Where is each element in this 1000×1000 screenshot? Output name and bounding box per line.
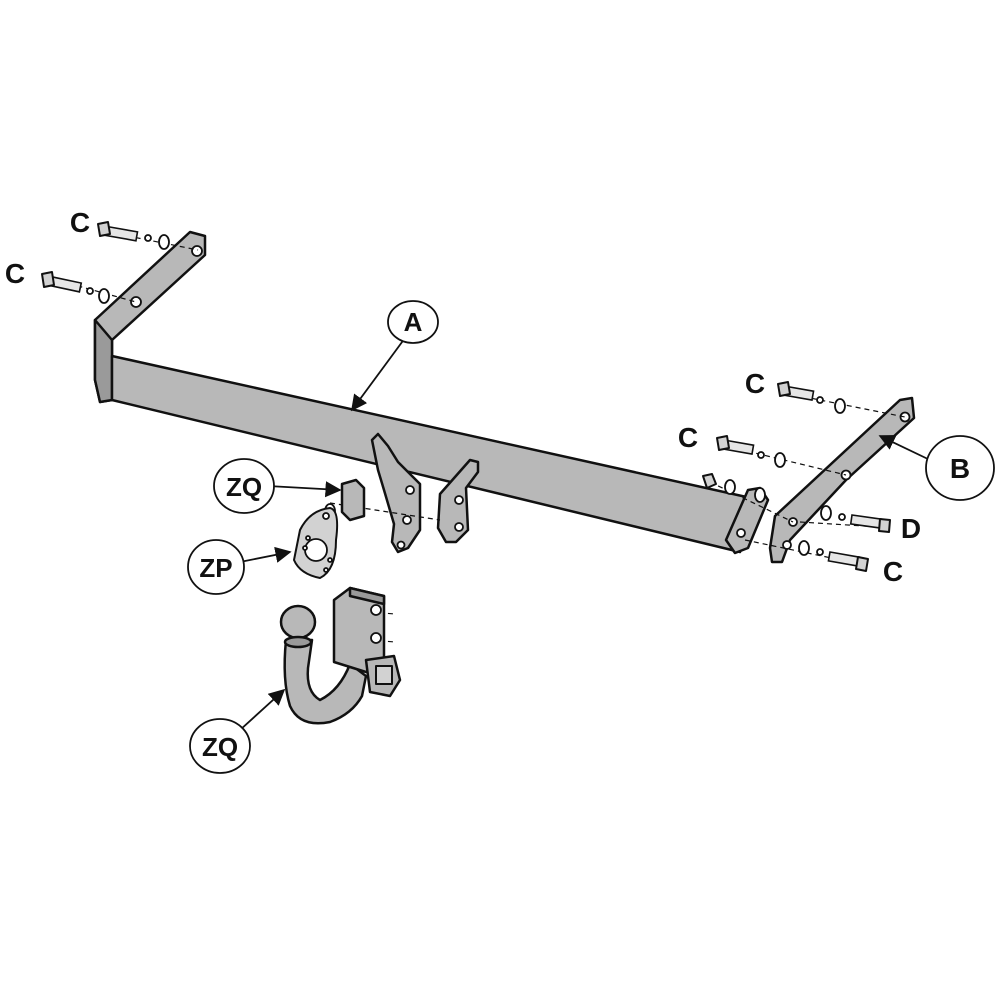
svg-text:ZQ: ZQ (202, 732, 238, 762)
bolt-set-right-2 (716, 435, 786, 468)
main-crossbeam (110, 354, 762, 554)
bolt-set-right-d (820, 505, 891, 533)
label-c-left-lower: C (5, 258, 25, 289)
left-mounting-bracket (93, 230, 207, 404)
center-bracket-right (436, 458, 480, 544)
bolt-set-left-lower (41, 271, 110, 304)
label-b: B (925, 435, 995, 501)
nut-set-right-3 (702, 473, 766, 503)
label-c-right-3: C (883, 556, 903, 587)
label-d: D (901, 513, 921, 544)
label-zp: ZP (187, 539, 245, 595)
center-bracket-left (370, 432, 422, 554)
label-c-right-1: C (745, 368, 765, 399)
svg-text:A: A (404, 307, 423, 337)
bolt-set-right-c (798, 540, 869, 572)
label-zq-upper: ZQ (213, 458, 275, 514)
right-mounting-bracket (768, 396, 916, 564)
leader-arrows (239, 337, 931, 731)
svg-text:B: B (950, 453, 970, 484)
zp-socket-plate (293, 507, 339, 579)
label-c-right-2: C (678, 422, 698, 453)
bolt-set-right-1 (777, 381, 846, 414)
bolt-set-left-upper (97, 221, 170, 250)
label-a: A (387, 300, 439, 344)
detachable-tow-ball (279, 586, 402, 725)
svg-text:ZP: ZP (199, 553, 232, 583)
label-c-left-upper: C (70, 207, 90, 238)
label-zq-lower: ZQ (189, 718, 251, 774)
svg-text:ZQ: ZQ (226, 472, 262, 502)
